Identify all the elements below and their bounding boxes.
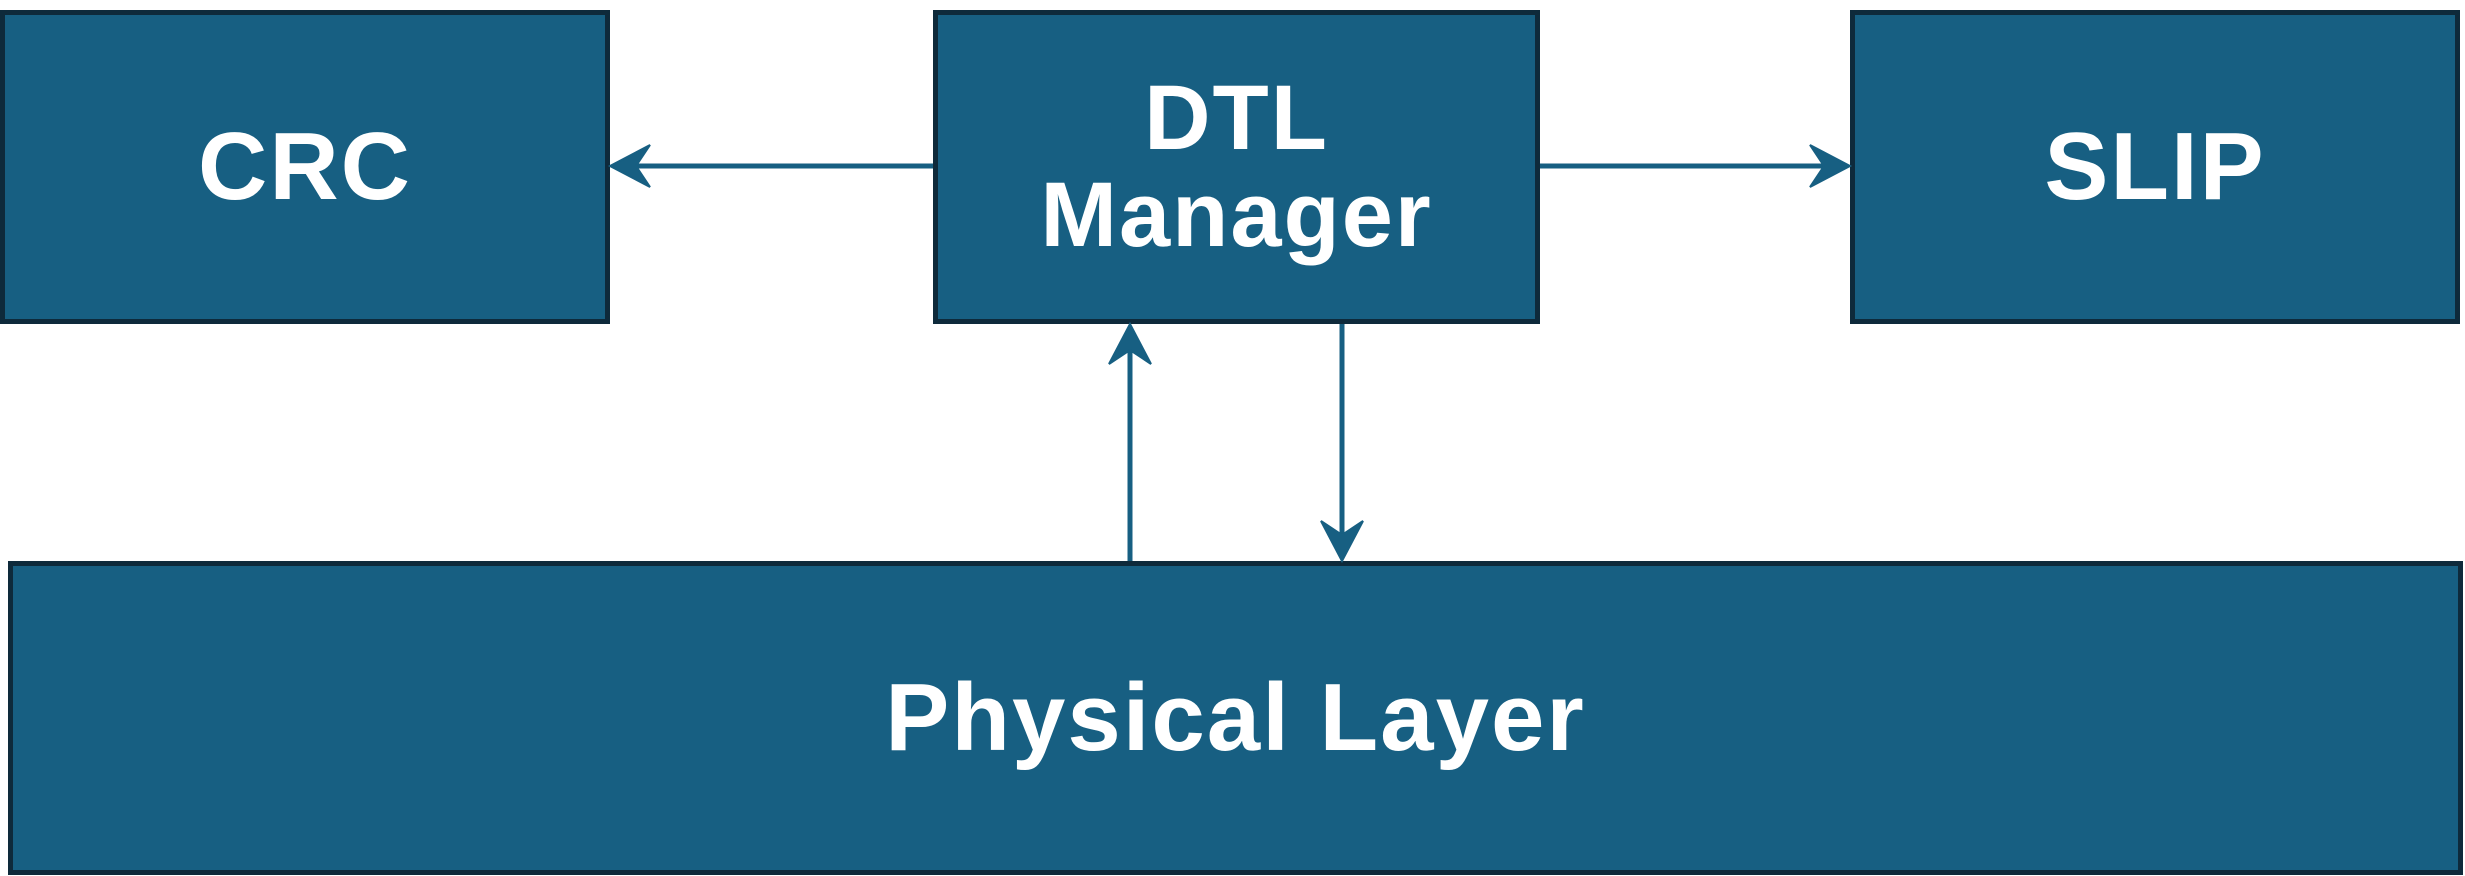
dtl-manager-label: DTL Manager (1040, 70, 1432, 263)
dtl-manager-label-line2: Manager (1040, 164, 1433, 266)
slip-box: SLIP (1850, 10, 2460, 324)
arrow-physical-to-dtl (1108, 321, 1152, 561)
crc-label: CRC (198, 112, 412, 220)
physical-layer-label: Physical Layer (885, 663, 1586, 771)
arrow-dtl-to-crc (607, 144, 933, 188)
arrow-dtl-to-physical (1320, 324, 1364, 564)
dtl-manager-box: DTL Manager (933, 10, 1540, 324)
slip-label: SLIP (2044, 112, 2266, 220)
physical-layer-box: Physical Layer (8, 561, 2463, 875)
arrow-dtl-to-slip (1540, 144, 1853, 188)
dtl-manager-label-line1: DTL (1144, 67, 1329, 170)
crc-box: CRC (0, 10, 610, 324)
